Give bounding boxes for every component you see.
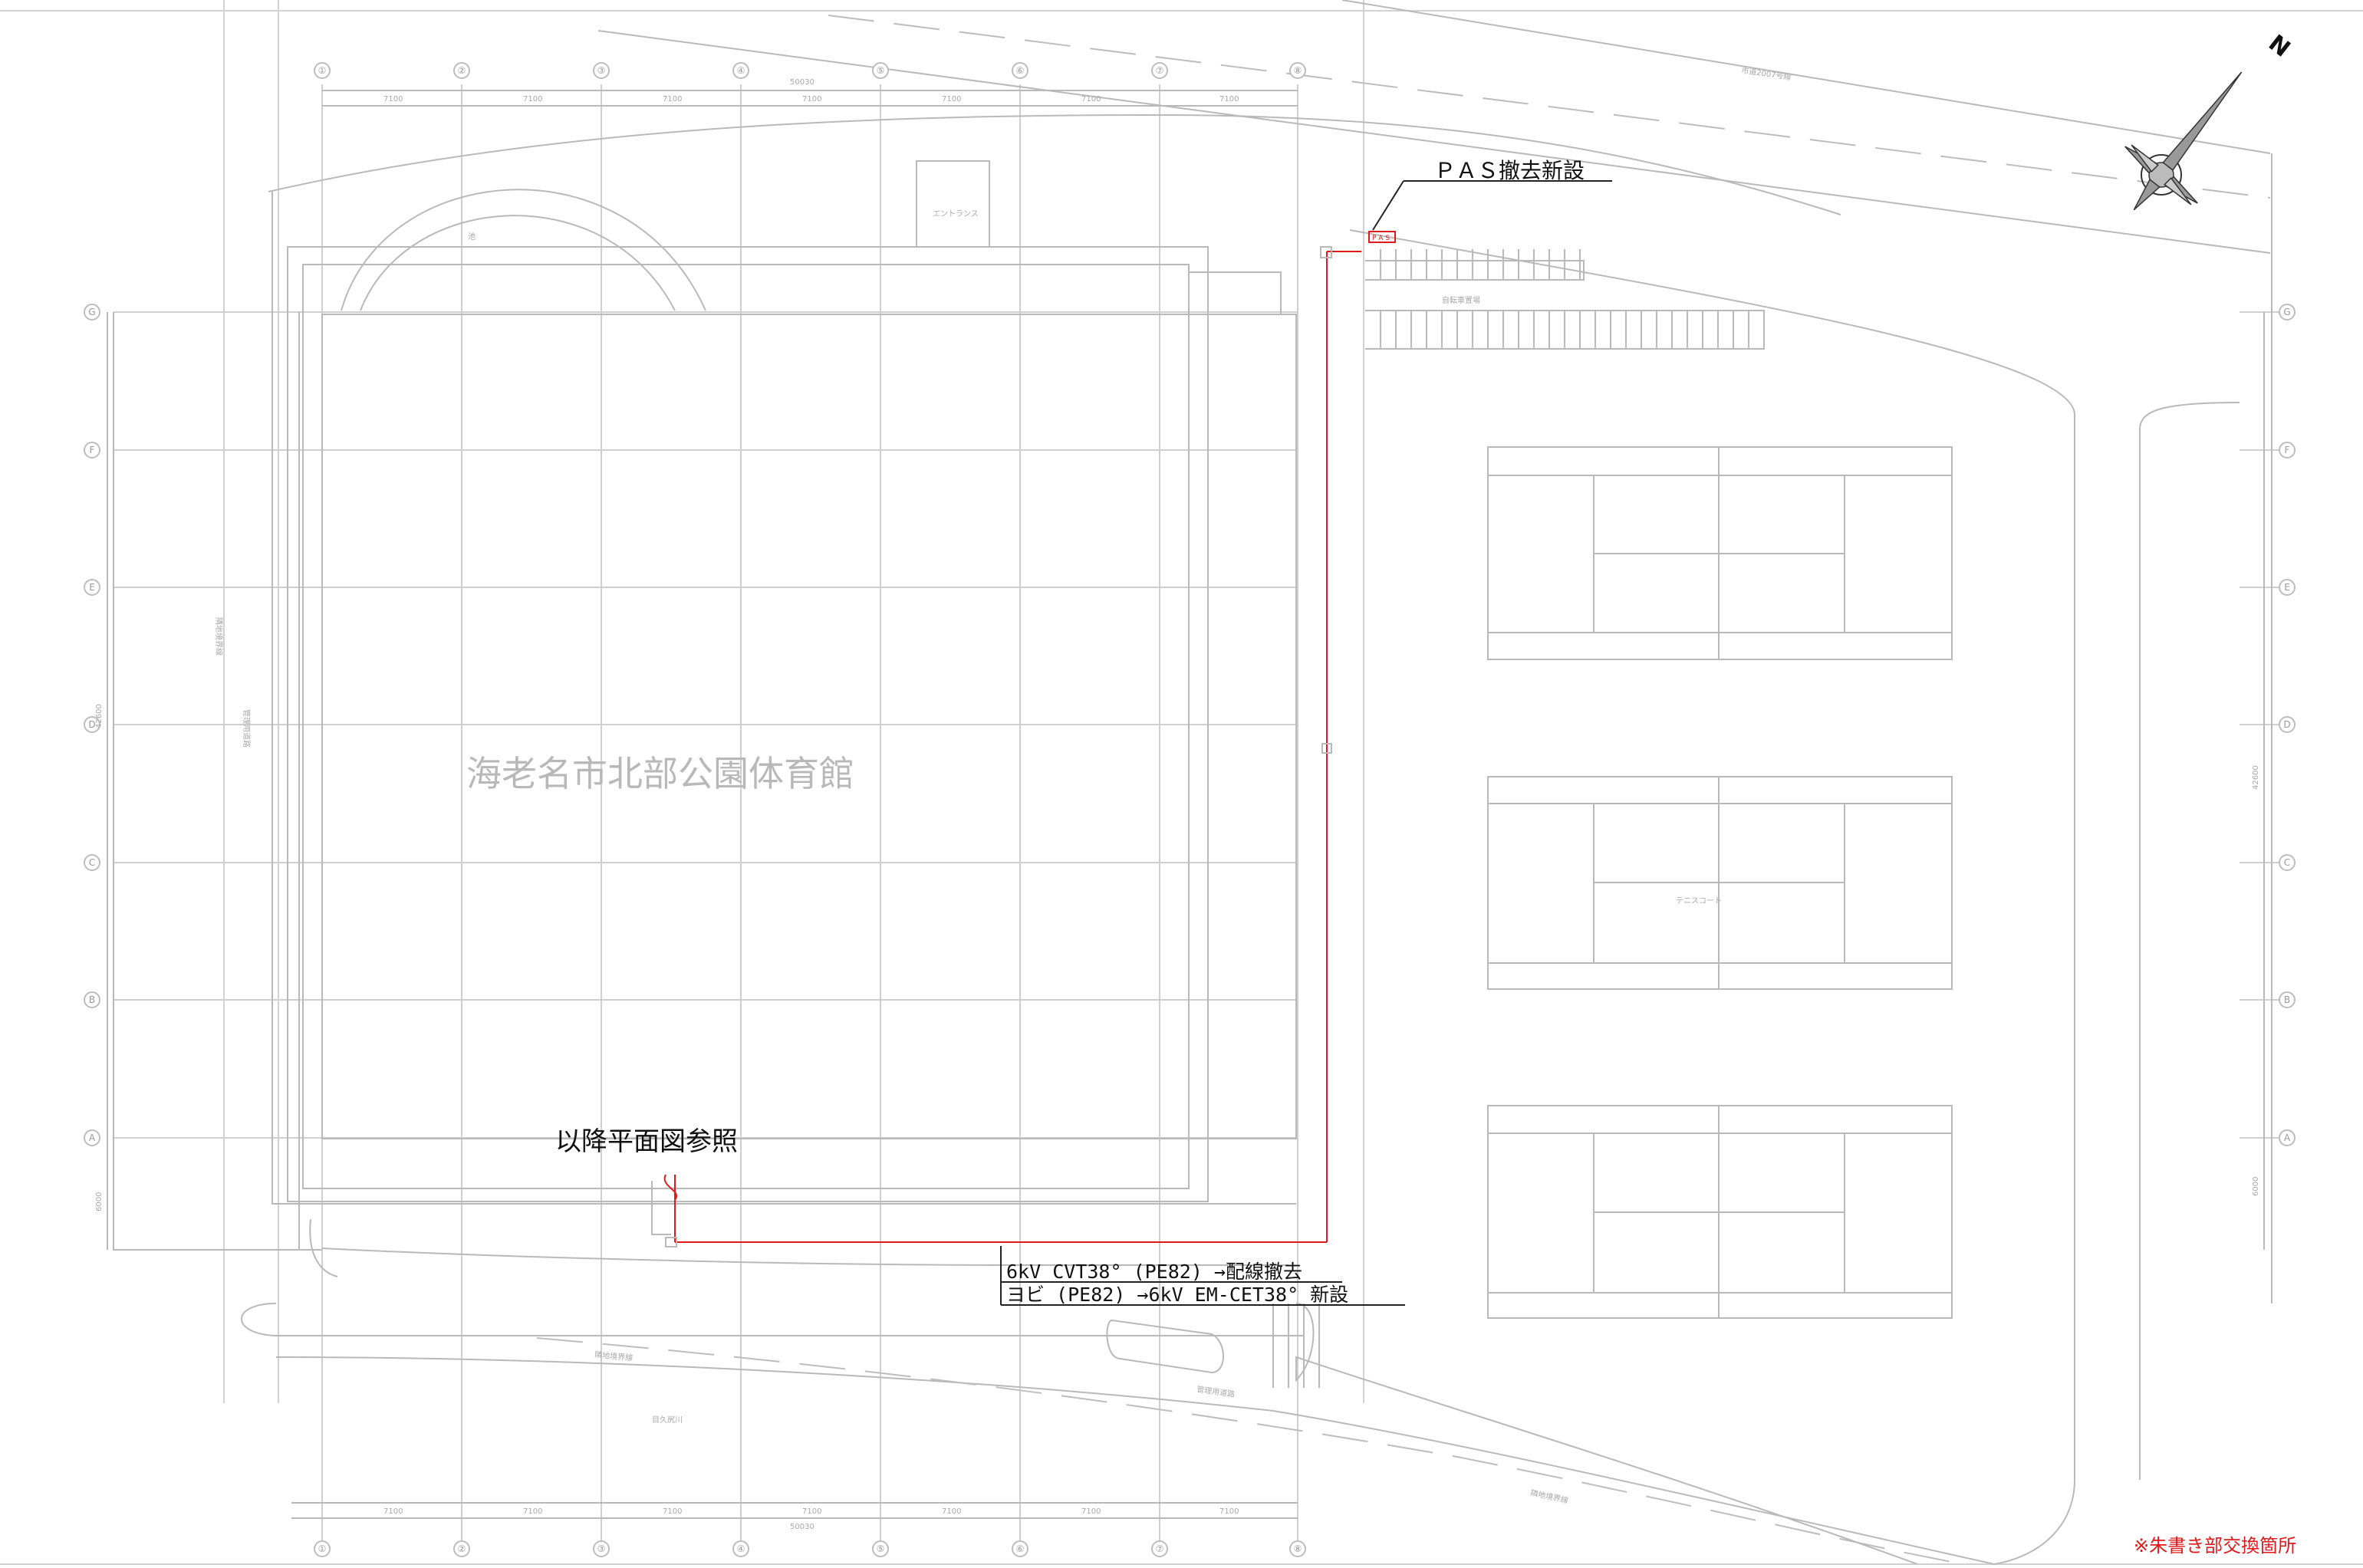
pas-box-label: P A S bbox=[1372, 235, 1390, 242]
grid-label-row: E bbox=[2284, 582, 2290, 593]
grid-label-row: A bbox=[89, 1132, 96, 1143]
dimension-lines bbox=[107, 90, 2265, 1519]
dimension-span: 7100 bbox=[1219, 1507, 1239, 1516]
dimension-span: 7100 bbox=[802, 1507, 821, 1516]
tennis-court-2 bbox=[1487, 776, 1953, 990]
grid-label-row: C bbox=[89, 857, 95, 868]
grid-label-col: ⑥ bbox=[1016, 65, 1025, 76]
label-boundary-bottom-right: 隣地境界線 bbox=[1529, 1487, 1569, 1505]
label-road-bottom: 管理用道路 bbox=[1196, 1384, 1236, 1399]
cable-spec-line-1: 6kV CVT38° (PE82) →配線撤去 bbox=[1006, 1261, 1302, 1283]
tennis-court-3 bbox=[1487, 1105, 1953, 1319]
pas-callout: ＰＡＳ撤去新設 bbox=[1372, 158, 1612, 231]
dimension-total-bottom: 50030 bbox=[790, 1523, 815, 1531]
dimension-span: 7100 bbox=[1219, 95, 1239, 104]
dimension-texts: 50030 7100 7100 7100 7100 7100 7100 7100… bbox=[95, 78, 2260, 1531]
reference-lines bbox=[223, 0, 1364, 1403]
pas-unit: P A S bbox=[1368, 231, 1396, 243]
label-entrance: エントランス bbox=[933, 209, 979, 219]
grid-label-col: ⑥ bbox=[1016, 1543, 1025, 1554]
grid-label-row: F bbox=[90, 445, 95, 455]
grid-label-col: ③ bbox=[597, 1543, 606, 1554]
grid-bubbles-left: G F E D C B A bbox=[84, 304, 100, 1146]
cable-spec-line-2: ヨビ (PE82) →6kV EM-CET38° 新設 bbox=[1006, 1284, 1348, 1306]
grid-label-row: D bbox=[88, 719, 95, 730]
dimension-span: 7100 bbox=[383, 95, 403, 104]
grid-label-row: B bbox=[2284, 994, 2290, 1005]
dimension-span: 7100 bbox=[942, 95, 961, 104]
bottom-roads bbox=[241, 1247, 1995, 1565]
label-pond: 池 bbox=[468, 232, 476, 242]
grid-label-row: B bbox=[89, 994, 95, 1005]
dimension-span: 7100 bbox=[1081, 95, 1101, 104]
dimension-span: 7100 bbox=[942, 1507, 961, 1516]
grid-label-col: ⑧ bbox=[1294, 65, 1302, 76]
dimension-span: 7100 bbox=[802, 95, 821, 104]
dimension-span: 7100 bbox=[663, 1507, 682, 1516]
grid-label-col: ④ bbox=[737, 1543, 745, 1554]
label-tennis: テニスコート bbox=[1676, 897, 1722, 906]
north-compass-icon: N bbox=[2124, 30, 2295, 211]
facility-name: 海老名市北部公園体育館 bbox=[466, 753, 854, 794]
city-road-2007 bbox=[268, 0, 2271, 254]
label-road-top: 市道2007号線 bbox=[1741, 65, 1792, 82]
grid-bubbles-bottom: ① ② ③ ④ ⑤ ⑥ ⑦ ⑧ bbox=[314, 1540, 1306, 1557]
grid-label-col: ⑤ bbox=[877, 65, 885, 76]
structural-grid bbox=[114, 84, 2282, 1541]
grid-label-col: ② bbox=[458, 65, 466, 76]
dimension-span: 7100 bbox=[523, 1507, 542, 1516]
right-access-road bbox=[1349, 153, 2272, 1565]
grid-label-col: ③ bbox=[597, 65, 606, 76]
dimension-side: 6000 bbox=[2252, 1177, 2260, 1196]
label-boundary-bottom: 隣地境界線 bbox=[594, 1349, 634, 1363]
cable-spec-callout: 6kV CVT38° (PE82) →配線撤去 ヨビ (PE82) →6kV E… bbox=[1000, 1246, 1405, 1306]
grid-label-row: C bbox=[2284, 857, 2290, 868]
dimension-side: 6000 bbox=[95, 1192, 104, 1211]
label-road-left: 管理用道路 bbox=[242, 709, 252, 748]
bicycle-parking bbox=[1365, 249, 1765, 350]
left-boundary bbox=[113, 312, 322, 1251]
tennis-court-1 bbox=[1487, 446, 1953, 660]
see-plan-callout: 以降平面図参照 bbox=[555, 1126, 738, 1157]
grid-label-row: G bbox=[88, 307, 95, 317]
grid-label-col: ⑦ bbox=[1156, 1543, 1164, 1554]
pas-note: ＰＡＳ撤去新設 bbox=[1434, 158, 1585, 183]
grid-label-col: ① bbox=[318, 65, 327, 76]
grid-label-col: ④ bbox=[737, 65, 745, 76]
dimension-total-top: 50030 bbox=[790, 78, 815, 87]
grid-label-col: ① bbox=[318, 1543, 327, 1554]
grid-bubbles-top: ① ② ③ ④ ⑤ ⑥ ⑦ ⑧ bbox=[314, 62, 1306, 79]
label-bicycle: 自転車置場 bbox=[1442, 295, 1480, 305]
dimension-span: 7100 bbox=[383, 1507, 403, 1516]
grid-label-row: F bbox=[2285, 445, 2290, 455]
place-labels: 市道2007号線 エントランス 池 自転車置場 テニスコート 隣地境界線 管理用… bbox=[214, 65, 1792, 1505]
dimension-span: 7100 bbox=[1081, 1507, 1101, 1516]
see-plan-note: 以降平面図参照 bbox=[555, 1126, 738, 1157]
grid-label-col: ⑦ bbox=[1156, 65, 1164, 76]
grid-label-row: A bbox=[2284, 1132, 2291, 1143]
compass-north-label: N bbox=[2263, 30, 2295, 63]
grid-label-col: ⑧ bbox=[1294, 1543, 1302, 1554]
label-boundary-left: 隣地境界線 bbox=[214, 617, 224, 656]
cable-route bbox=[663, 246, 1361, 1247]
grid-label-row: D bbox=[2283, 719, 2290, 730]
dimension-span: 7100 bbox=[523, 95, 542, 104]
grid-label-col: ② bbox=[458, 1543, 466, 1554]
dimension-span: 7100 bbox=[663, 95, 682, 104]
legend-note: ※朱書き部交換箇所 bbox=[2134, 1535, 2296, 1556]
grid-bubbles-right: G F E D C B A bbox=[2279, 304, 2296, 1146]
grid-label-row: E bbox=[89, 582, 95, 593]
label-river: 目久尻川 bbox=[652, 1415, 683, 1425]
grid-label-col: ⑤ bbox=[877, 1543, 885, 1554]
gymnasium-building bbox=[272, 160, 1297, 1277]
grid-label-row: G bbox=[2283, 307, 2290, 317]
dimension-total-rows: 42600 bbox=[95, 704, 104, 728]
dimension-total-rows: 42600 bbox=[2252, 765, 2260, 790]
